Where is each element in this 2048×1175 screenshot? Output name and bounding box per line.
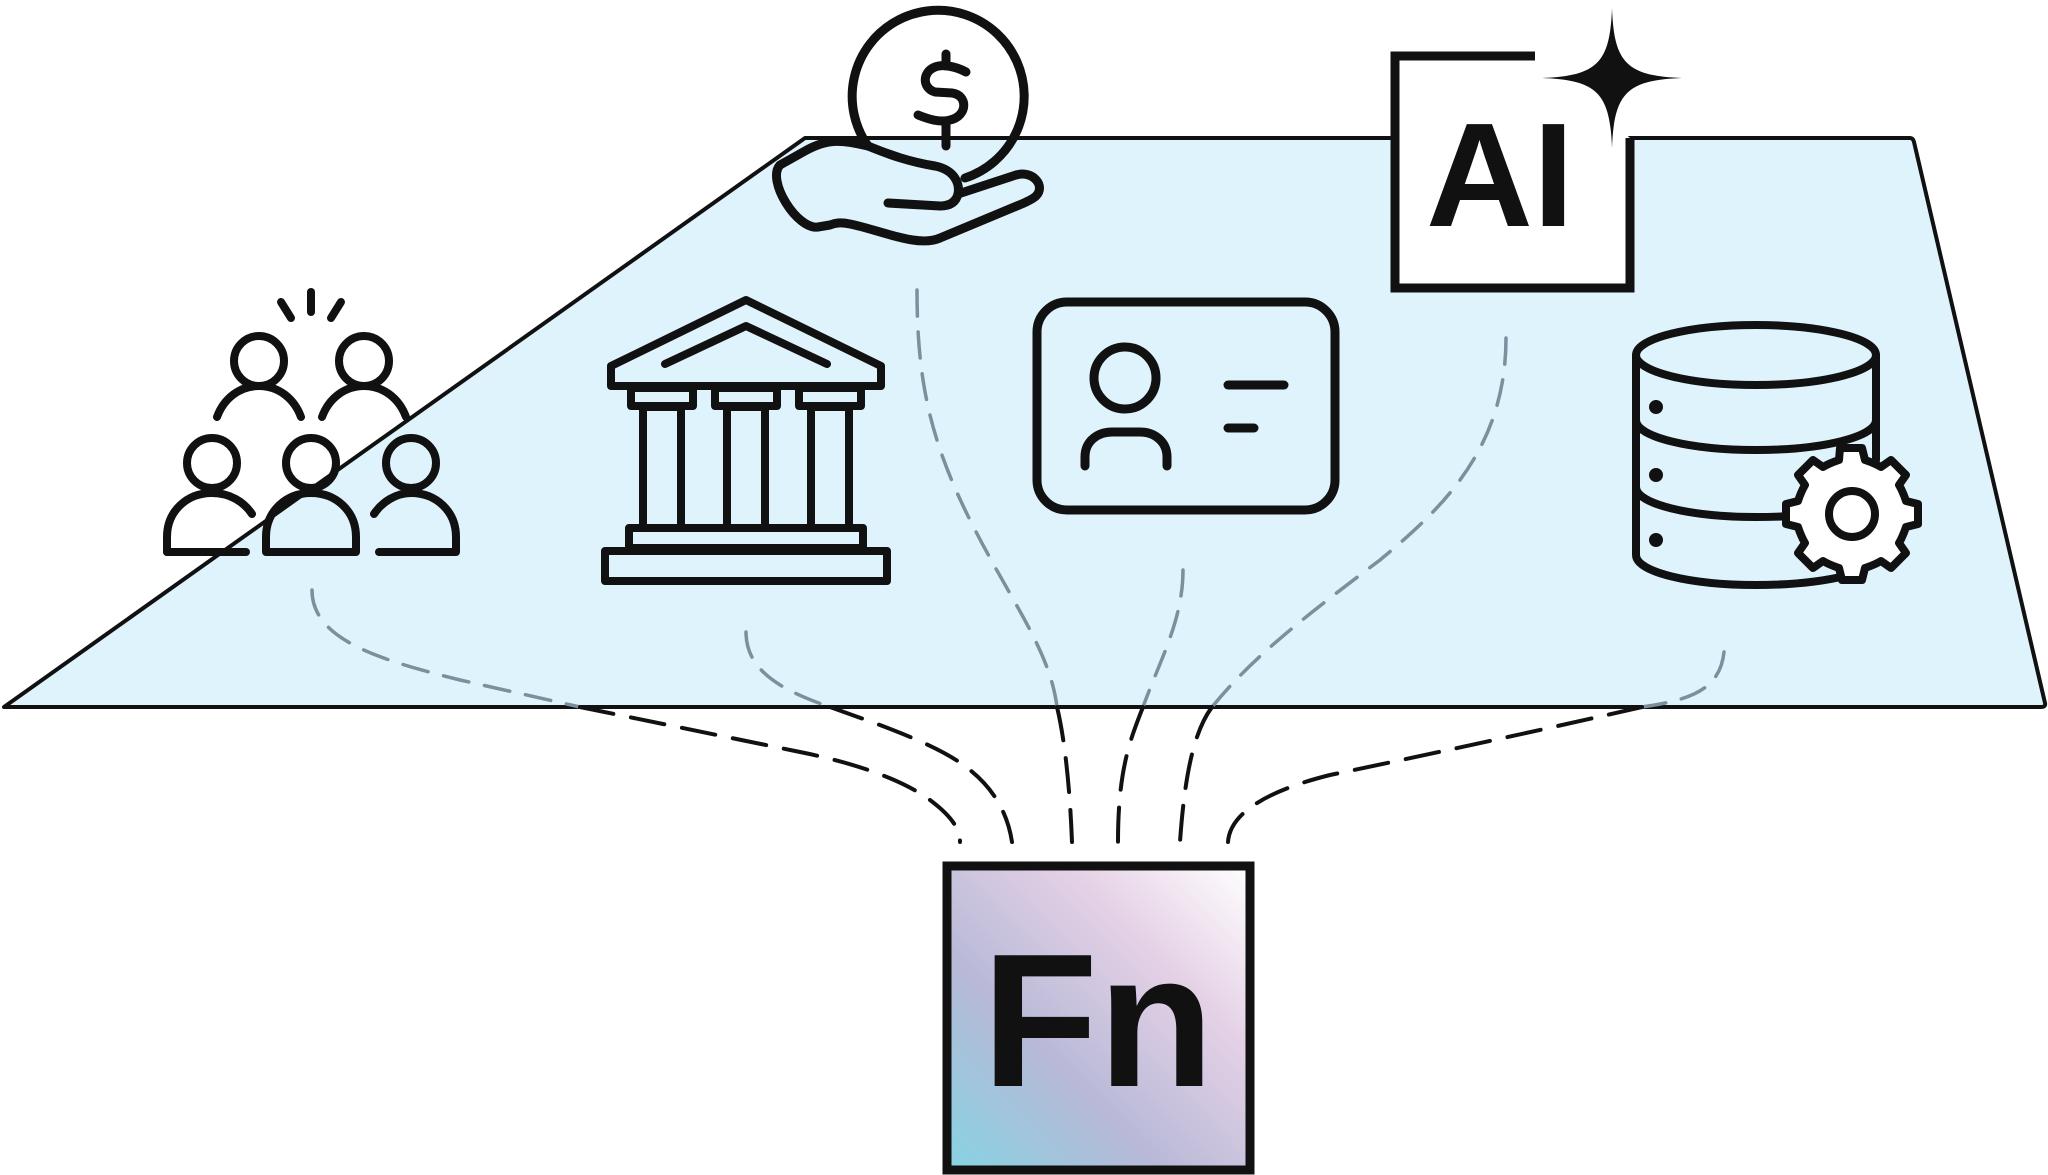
connector-identity [1141,568,1185,709]
fn-label: Fn [982,915,1214,1127]
fn-core-node: Fn [942,861,1255,1175]
connector-community [310,588,582,709]
hand-dollar-coin-icon [772,5,1044,246]
bank-building-icon [601,296,891,585]
connector-lines-platform [310,288,1726,709]
database-gear-icon [1632,321,1922,589]
connector-ai [1210,336,1508,709]
people-group-icon [163,288,460,556]
ai-label: AI [1426,93,1574,258]
ai-sparkle-icon: AI [1390,8,1682,293]
connector-data [1640,650,1726,709]
connector-bank [744,630,832,709]
connector-payment [915,288,1059,709]
connector-lines-ground [578,705,1644,844]
id-card-icon [1032,297,1340,515]
